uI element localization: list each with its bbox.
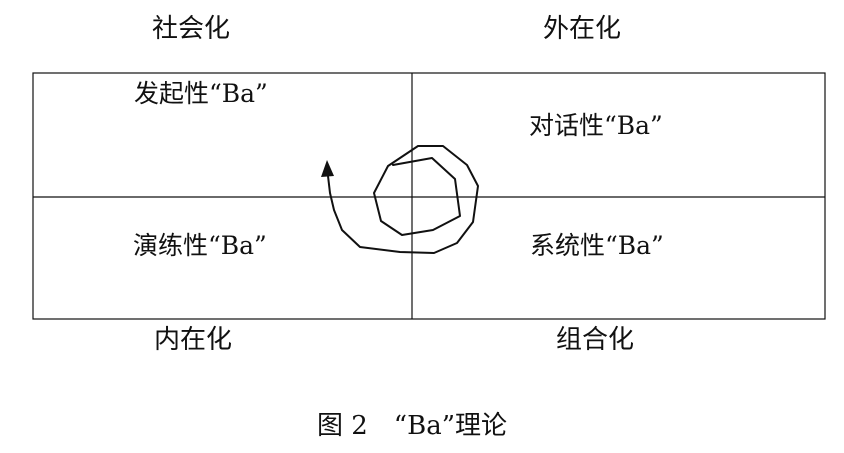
spiral-arrowhead xyxy=(321,160,334,177)
spiral-arrow-icon xyxy=(321,145,479,254)
spiral-path xyxy=(327,145,479,254)
diagram-frame xyxy=(32,72,826,320)
label-combination: 组合化 xyxy=(556,325,635,355)
label-socialization: 社会化 xyxy=(152,14,231,44)
quadrant-exercising-ba: 演练性“Ba” xyxy=(133,231,267,260)
quadrant-systemizing-ba: 系统性“Ba” xyxy=(530,231,664,260)
quadrant-dialoguing-ba: 对话性“Ba” xyxy=(529,111,663,140)
label-externalization: 外在化 xyxy=(543,14,622,44)
label-internalization: 内在化 xyxy=(154,325,233,355)
quadrant-originating-ba: 发起性“Ba” xyxy=(134,79,268,108)
figure-caption: 图 2 “Ba”理论 xyxy=(317,411,507,441)
